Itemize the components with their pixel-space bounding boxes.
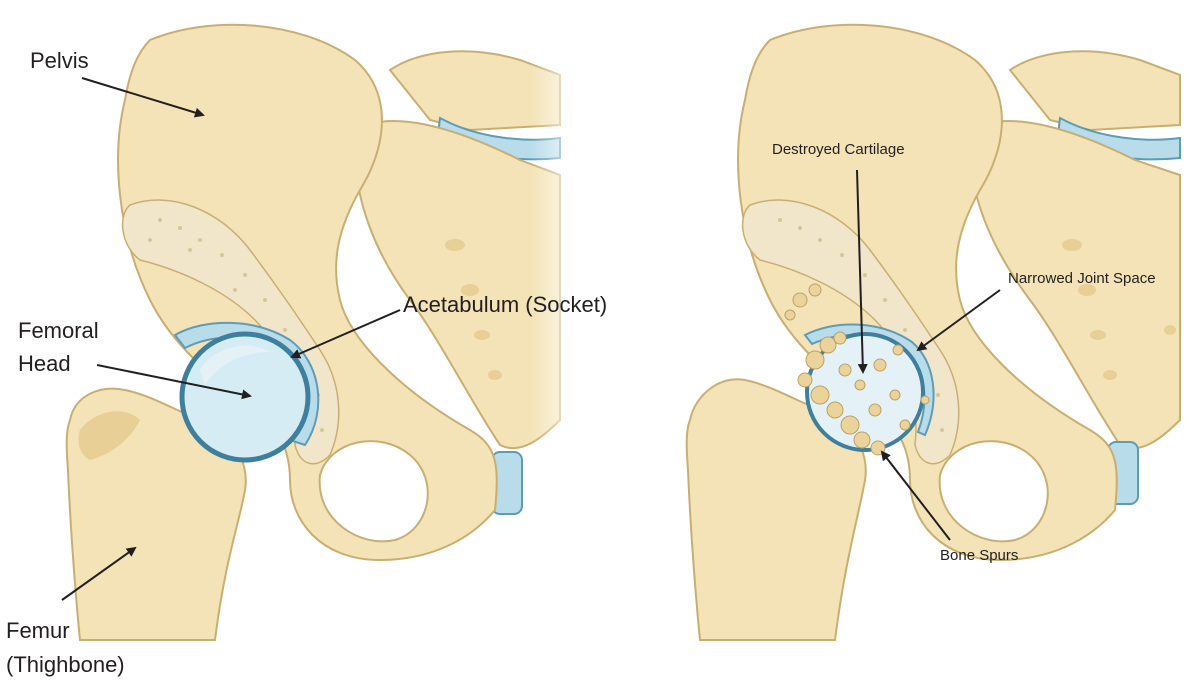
arthritic-hip-illustration xyxy=(687,25,1180,640)
label-bone-spurs: Bone Spurs xyxy=(940,547,1018,564)
label-femoral-head-line1: Femoral xyxy=(18,318,99,343)
label-destroyed-cartilage: Destroyed Cartilage xyxy=(772,141,905,158)
label-femur-line2: (Thighbone) xyxy=(6,652,125,677)
label-pelvis: Pelvis xyxy=(30,48,89,73)
label-femoral-head-line2: Head xyxy=(18,351,71,376)
label-narrowed-joint-space: Narrowed Joint Space xyxy=(1008,270,1156,287)
label-acetabulum: Acetabulum (Socket) xyxy=(403,292,607,317)
label-femur-line1: Femur xyxy=(6,618,70,643)
healthy-hip-illustration xyxy=(67,25,560,640)
edge-fade-left-panel xyxy=(530,0,590,687)
